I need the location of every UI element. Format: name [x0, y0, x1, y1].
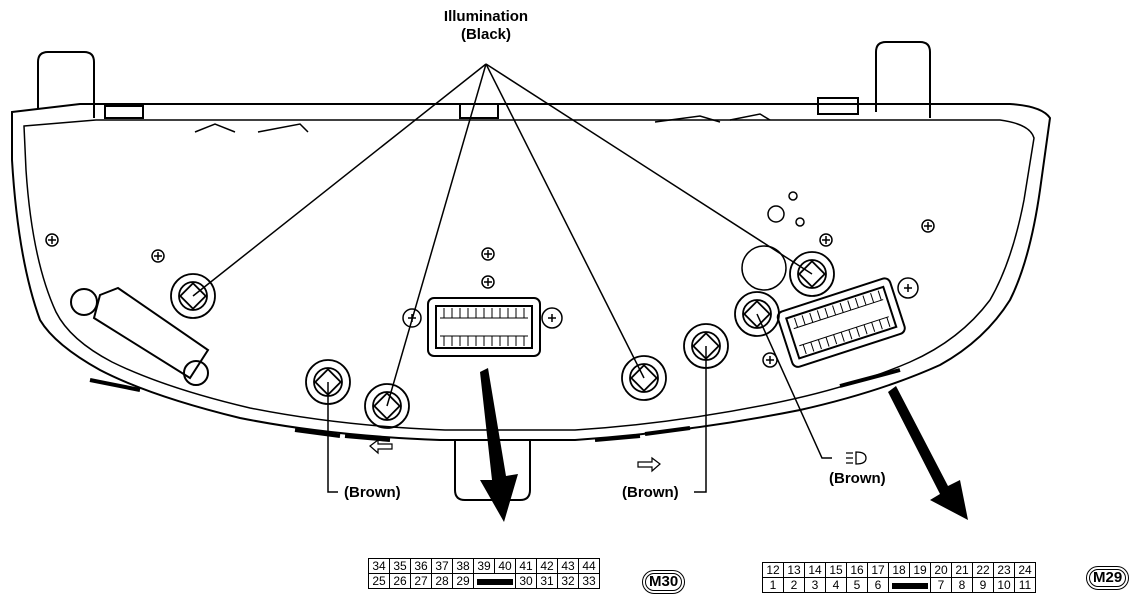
illumination-label: Illumination: [443, 8, 529, 25]
pin-cell: 3: [804, 577, 826, 593]
housing-inner: [23, 119, 1035, 431]
pin-cell: 15: [825, 562, 847, 578]
pin-cell: 5: [846, 577, 868, 593]
pin-cell: 37: [431, 558, 453, 574]
left-turn-arrow-icon: [369, 438, 393, 455]
connector-m29-pinout: 12 13 14 15 16 17 18 19 20 21 22 23 24 1…: [762, 562, 1036, 593]
connector-arrow-icon: [888, 386, 968, 520]
bulb-socket: [364, 383, 410, 429]
connector-key: [888, 577, 931, 593]
screw-icon: [541, 307, 563, 329]
pin-cell: 28: [431, 573, 453, 589]
pin-cell: 8: [951, 577, 973, 593]
top-clip: [104, 105, 144, 119]
pin-cell: 12: [762, 562, 784, 578]
leader-line: [485, 63, 813, 275]
leader-line: [386, 63, 487, 407]
pin-cell: 41: [515, 558, 537, 574]
left-mount-tab: [37, 51, 95, 118]
screw-icon: [897, 277, 919, 299]
pin-cell: 43: [557, 558, 579, 574]
pin-cell: 34: [368, 558, 390, 574]
leader-line: [327, 382, 338, 493]
pin-cell: 38: [452, 558, 474, 574]
pin-cell: 17: [867, 562, 889, 578]
pin-cell: 31: [536, 573, 558, 589]
pin-cell: 16: [846, 562, 868, 578]
connector-m29-body: [776, 277, 906, 368]
screw-icon: [921, 219, 935, 233]
left-indicator-color-label: (Brown): [344, 484, 401, 501]
screw-icon: [481, 247, 495, 261]
connector-m30-pinout: 34 35 36 37 38 39 40 41 42 43 44 25 26 2…: [368, 558, 600, 589]
bulb-socket: [789, 251, 835, 297]
pin-cell: 27: [410, 573, 432, 589]
pin-cell: 1: [762, 577, 784, 593]
leader-line: [756, 313, 832, 459]
pin-cell: 44: [578, 558, 600, 574]
headlamp-icon: [846, 451, 867, 465]
pin-cell: 7: [930, 577, 952, 593]
pin-cell: 23: [993, 562, 1015, 578]
pin-cell: 14: [804, 562, 826, 578]
pin-cell: 35: [389, 558, 411, 574]
bulb-socket: [621, 355, 667, 401]
pin-cell: 33: [578, 573, 600, 589]
top-clip: [817, 97, 859, 115]
pin-cell: 42: [536, 558, 558, 574]
leader-line: [192, 63, 487, 297]
rect-opening: [92, 286, 210, 380]
connector-arrow-icon: [480, 368, 518, 522]
connector-m29-badge: M29: [1086, 566, 1130, 590]
pin-cell: 32: [557, 573, 579, 589]
pin-cell: 22: [972, 562, 994, 578]
pin-cell: 26: [389, 573, 411, 589]
bulb-socket: [170, 273, 216, 319]
pin-cell: 24: [1014, 562, 1036, 578]
screw-icon: [45, 233, 59, 247]
pin-cell: 9: [972, 577, 994, 593]
pin-cell: 39: [473, 558, 495, 574]
pin-cell: 36: [410, 558, 432, 574]
pin-cell: 30: [515, 573, 537, 589]
top-clip: [459, 103, 499, 119]
pin-cell: 4: [825, 577, 847, 593]
right-turn-arrow-icon: [637, 456, 661, 473]
illumination-color-label: (Black): [460, 26, 512, 43]
pin-cell: 40: [494, 558, 516, 574]
pin-cell: 6: [867, 577, 889, 593]
pin-cell: 13: [783, 562, 805, 578]
connector-m30-body: [427, 297, 541, 357]
pin-cell: 11: [1014, 577, 1036, 593]
screw-icon: [819, 233, 833, 247]
pin-cell: 20: [930, 562, 952, 578]
leader-line: [694, 346, 707, 493]
connector-key: [473, 573, 516, 589]
leader-line: [485, 63, 645, 379]
pin-cell: 10: [993, 577, 1015, 593]
right-mount-tab: [875, 41, 931, 118]
connector-m30-badge: M30: [642, 570, 686, 594]
pin-cell: 29: [452, 573, 474, 589]
right-indicator-color-label: (Brown): [622, 484, 679, 501]
pin-cell: 19: [909, 562, 931, 578]
pin-cell: 18: [888, 562, 910, 578]
headlamp-color-label: (Brown): [829, 470, 886, 487]
pin-cell: 2: [783, 577, 805, 593]
screw-icon: [151, 249, 165, 263]
screw-icon: [481, 275, 495, 289]
pin-cell: 25: [368, 573, 390, 589]
pin-cell: 21: [951, 562, 973, 578]
